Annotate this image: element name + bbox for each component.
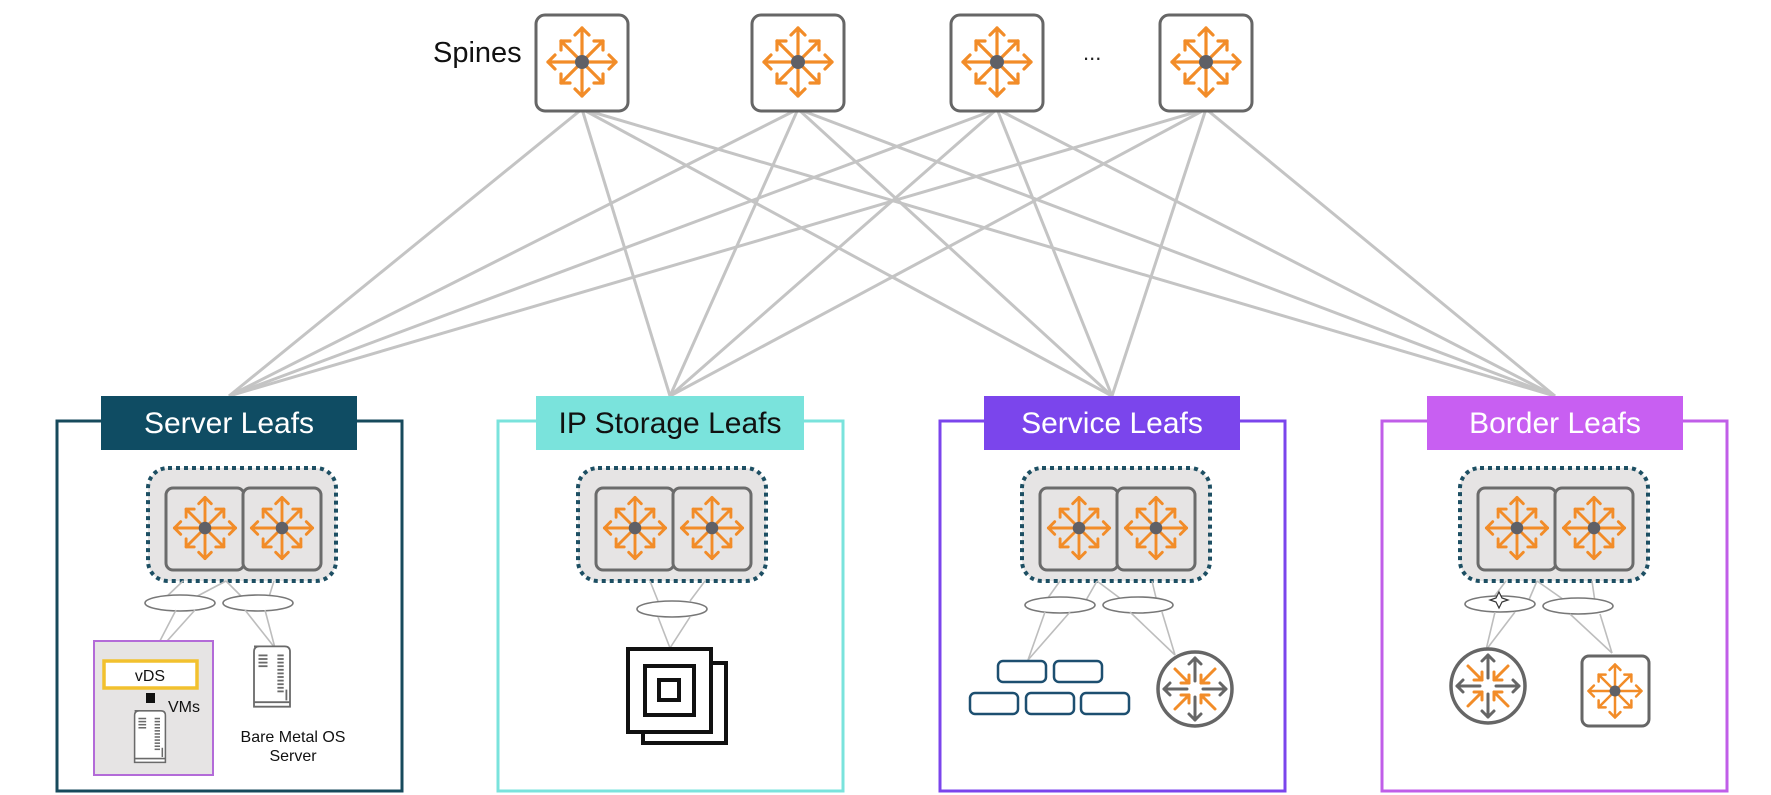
leaf-switch[interactable]: [1553, 486, 1635, 572]
firewall-brick: [1024, 691, 1076, 716]
border-leafs-title: Border Leafs: [1469, 407, 1641, 440]
lag-bundle: [1542, 597, 1614, 615]
ip-storage-leafs-title: IP Storage Leafs: [559, 407, 782, 440]
leaf-switch[interactable]: [1115, 486, 1197, 572]
access-link: [1485, 611, 1516, 651]
lag-bundle: [1024, 596, 1096, 614]
access-link: [1129, 611, 1176, 656]
link-spine1-leaf3: [581, 107, 1113, 398]
border-leafs-group: Border Leafs: [1380, 396, 1729, 793]
link-spine1-leaf4: [581, 107, 1556, 398]
access-link: [649, 580, 659, 602]
firewall-brick: [1052, 659, 1104, 684]
access-link: [689, 580, 706, 602]
mlag-switch-pair[interactable]: [576, 466, 768, 583]
firewall[interactable]: [968, 659, 1131, 716]
storage-array[interactable]: [626, 647, 728, 745]
spines-label: Spines: [433, 37, 522, 69]
spine-switch[interactable]: [1158, 13, 1254, 113]
bare-metal-server-icon: [253, 645, 291, 708]
access-link: [1161, 611, 1176, 656]
server-leafs-header: [101, 396, 357, 450]
link-spine1-leaf2: [580, 108, 672, 397]
lag-bundle: [222, 594, 294, 612]
vm-server-icon: [133, 710, 167, 764]
bare-metal-server[interactable]: Bare Metal OS Server: [241, 645, 346, 765]
mlag-switch-pair[interactable]: [1020, 466, 1212, 583]
link-spine4-leaf1: [228, 107, 1207, 398]
link-spine4-leaf4: [1205, 107, 1556, 398]
lag-bundle: [636, 600, 708, 618]
ip-storage-leafs-header: [536, 396, 804, 450]
spine-switch[interactable]: [750, 13, 846, 113]
leaf-switch[interactable]: [1038, 486, 1120, 572]
lag-bundle: [144, 594, 216, 612]
storage-array-inner: [643, 664, 696, 717]
service-leafs-title: Service Leafs: [1021, 407, 1203, 440]
link-spine4-leaf2: [669, 107, 1207, 398]
vds-switch[interactable]: [102, 659, 199, 690]
service-router[interactable]: [1156, 650, 1234, 728]
pointer-marker-icon: [1488, 590, 1510, 610]
firewall-brick: [1079, 691, 1131, 716]
access-link: [264, 609, 276, 649]
vms-label: VMs: [168, 699, 200, 716]
link-spine2-leaf3: [796, 107, 1114, 398]
link-spine2-leaf2: [668, 108, 800, 397]
access-link: [244, 609, 276, 649]
lag-bundle: [1102, 596, 1174, 614]
leaf-switch[interactable]: [671, 486, 753, 572]
access-link: [1527, 580, 1538, 603]
service-leafs-header: [984, 396, 1240, 450]
link-spine3-leaf1: [228, 107, 998, 398]
leaf-switch[interactable]: [1476, 486, 1558, 572]
bare-metal-label-line2: Server: [269, 748, 317, 765]
service-leafs-group: Service Leafs: [938, 396, 1287, 793]
access-link: [669, 616, 691, 649]
spine-switch[interactable]: [534, 13, 630, 113]
leaf-switch[interactable]: [164, 486, 246, 572]
spine-switch[interactable]: [949, 13, 1045, 113]
link-spine1-leaf1: [228, 107, 583, 398]
link-spine3-leaf3: [995, 108, 1114, 397]
router-icon: [1156, 650, 1234, 728]
mlag-switch-pair[interactable]: [146, 466, 338, 583]
spines-row: [534, 13, 1254, 113]
access-link: [1599, 613, 1613, 654]
external-switch[interactable]: [1580, 654, 1651, 728]
leaf-switch[interactable]: [241, 486, 323, 572]
access-link: [1485, 611, 1496, 651]
bare-metal-label: Bare Metal OS: [241, 729, 346, 746]
access-link: [1569, 613, 1613, 654]
border-router[interactable]: [1449, 647, 1527, 725]
link-spine2-leaf1: [228, 107, 799, 398]
server-leafs-title: Server Leafs: [144, 407, 314, 440]
router-icon: [1449, 647, 1527, 725]
border-leafs-header: [1427, 396, 1683, 450]
mlag-switch-pair[interactable]: [1458, 466, 1650, 583]
fabric-links: [228, 107, 1556, 398]
access-link: [657, 616, 671, 649]
access-link: [1084, 580, 1098, 603]
ip-storage-leafs-group: IP Storage Leafs: [496, 396, 845, 793]
link-spine4-leaf3: [1110, 108, 1208, 397]
storage-array-icon: [626, 647, 713, 734]
access-link: [1027, 611, 1046, 661]
vnic-port: [146, 693, 155, 703]
leaf-switch[interactable]: [594, 486, 676, 572]
storage-array-core: [657, 678, 681, 702]
access-link: [1027, 611, 1071, 661]
firewall-brick: [996, 659, 1048, 684]
firewall-brick: [968, 691, 1020, 716]
link-spine2-leaf4: [797, 107, 1556, 398]
link-spine3-leaf4: [996, 107, 1556, 398]
link-spine3-leaf2: [669, 107, 998, 398]
spine-ellipsis: ...: [1083, 40, 1101, 65]
vds-label: vDS: [135, 668, 165, 685]
